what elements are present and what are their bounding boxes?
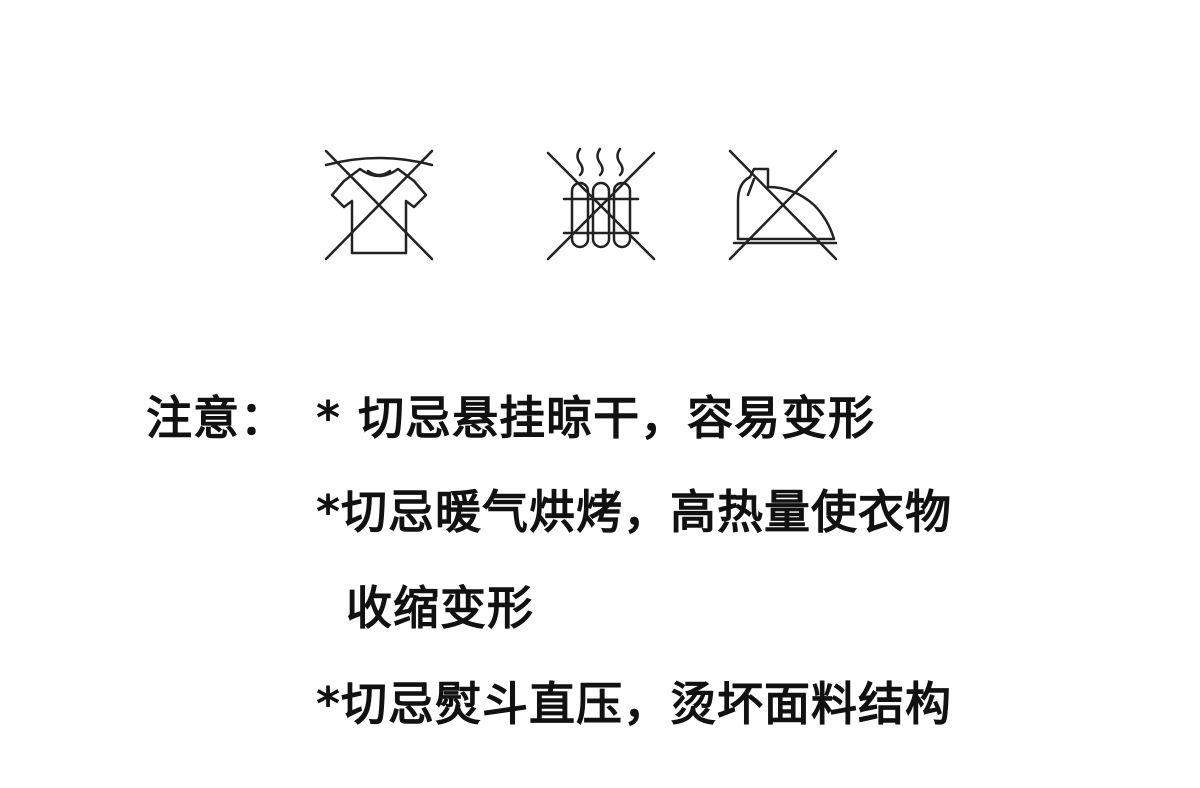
notice-line-no-hanging: * 切忌悬挂晾干，容易变形 (316, 391, 876, 445)
no-iron-icon (724, 143, 842, 267)
notice-line-no-radiator: *切忌暖气烘烤，高热量使衣物 (316, 485, 953, 539)
notice-line-no-radiator-cont: 收缩变形 (346, 581, 534, 635)
notice-line-no-ironing: *切忌熨斗直压，烫坏面料结构 (316, 677, 953, 731)
notice-label: 注意： (146, 391, 287, 445)
no-radiator-dry-icon (542, 143, 660, 267)
no-hang-dry-icon (320, 143, 438, 267)
